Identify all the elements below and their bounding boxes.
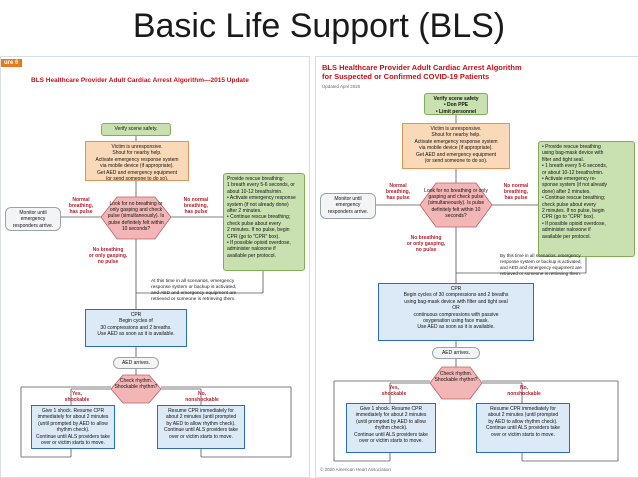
pulse-check-text: Look for no breathing or only gasping an… bbox=[424, 188, 488, 219]
pulse-check-text: Look for no breathing or only gasping an… bbox=[107, 201, 165, 232]
no-nonshockable-label: No, nonshockable bbox=[185, 391, 219, 403]
resume-cpr-box: Resume CPR immediately for about 2 minut… bbox=[476, 403, 570, 453]
slide-title: Basic Life Support (BLS) bbox=[132, 7, 506, 45]
flow-connectors-covid bbox=[333, 115, 619, 462]
flow-connectors-2015 bbox=[20, 135, 292, 458]
aed-arrives-box: AED arrives. bbox=[113, 357, 159, 369]
rhythm-check-decision-covid bbox=[429, 366, 483, 400]
victim-unresponsive-box: Victim is unresponsive. Shout for nearby… bbox=[402, 123, 510, 169]
no-breathing-label: No breathing or only gasping, no pulse bbox=[406, 235, 446, 253]
algorithm-heading-covid-line1: BLS Healthcare Provider Adult Cardiac Ar… bbox=[322, 63, 522, 72]
yes-shockable-label: Yes, shockable bbox=[381, 385, 407, 397]
no-nonshockable-label: No, nonshockable bbox=[507, 385, 541, 397]
normal-breathing-label: Normal breathing, has pulse bbox=[385, 183, 411, 201]
no-normal-breathing-label: No normal breathing, has pulse bbox=[183, 197, 209, 215]
copyright-note: © 2020 American Heart Association bbox=[320, 467, 391, 472]
activation-note: At this time in all scenarios, emergency… bbox=[151, 279, 237, 302]
algorithm-heading-covid-line2: for Suspected or Confirmed COVID-19 Pati… bbox=[322, 72, 490, 81]
algorithm-heading-2015: BLS Healthcare Provider Adult Cardiac Ar… bbox=[31, 77, 249, 84]
cpr-box: CPR Begin cycles of 30 compressions and … bbox=[378, 283, 534, 341]
verify-scene-ppe-box: Verify scene safety • Don PPE • Limit pe… bbox=[424, 93, 488, 115]
figure-tag: ure 6 bbox=[1, 59, 23, 67]
updated-note: Updated April 2020 bbox=[322, 84, 361, 89]
pulse-check-decision-covid bbox=[419, 182, 493, 228]
activation-note: By this time in all scenarios, emergency… bbox=[500, 253, 582, 276]
no-normal-breathing-label: No normal breathing, has pulse bbox=[503, 183, 529, 201]
cpr-box: CPR Begin cycles of 30 compressions and … bbox=[85, 309, 187, 347]
rhythm-check-text: Check rhythm. Shockable rhythm? bbox=[434, 371, 478, 384]
give-shock-box: Give 1 shock. Resume CPR immediately for… bbox=[31, 405, 115, 449]
monitor-box: Monitor until emergency responders arriv… bbox=[320, 193, 376, 219]
normal-breathing-label: Normal breathing, has pulse bbox=[68, 197, 94, 215]
pulse-check-decision-2015 bbox=[100, 196, 172, 240]
monitor-box: Monitor until emergency responders arriv… bbox=[5, 207, 61, 231]
algorithm-2015-panel: ure 6 BLS Healthcare Provider Adult Card… bbox=[0, 56, 310, 478]
rhythm-check-text: Check rhythm. Shockable rhythm? bbox=[114, 378, 158, 391]
victim-unresponsive-box: Victim is unresponsive. Shout for nearby… bbox=[85, 141, 189, 181]
yes-shockable-label: Yes, shockable bbox=[64, 391, 90, 403]
algorithm-covid-panel: BLS Healthcare Provider Adult Cardiac Ar… bbox=[315, 56, 638, 478]
rescue-breathing-box: Provide rescue breathing: 1 breath every… bbox=[223, 173, 305, 271]
aed-arrives-box: AED arrives. bbox=[432, 347, 480, 359]
rescue-breathing-box: • Provide rescue breathing using bag-mas… bbox=[538, 141, 635, 257]
rhythm-check-decision-2015 bbox=[110, 374, 162, 404]
resume-cpr-box: Resume CPR immediately for about 2 minut… bbox=[157, 405, 245, 449]
verify-scene-box: Verify scene safety. bbox=[101, 123, 171, 136]
give-shock-box: Give 1 shock. Resume CPR immediately for… bbox=[346, 403, 436, 453]
no-breathing-label: No breathing or only gasping, no pulse bbox=[88, 247, 128, 265]
